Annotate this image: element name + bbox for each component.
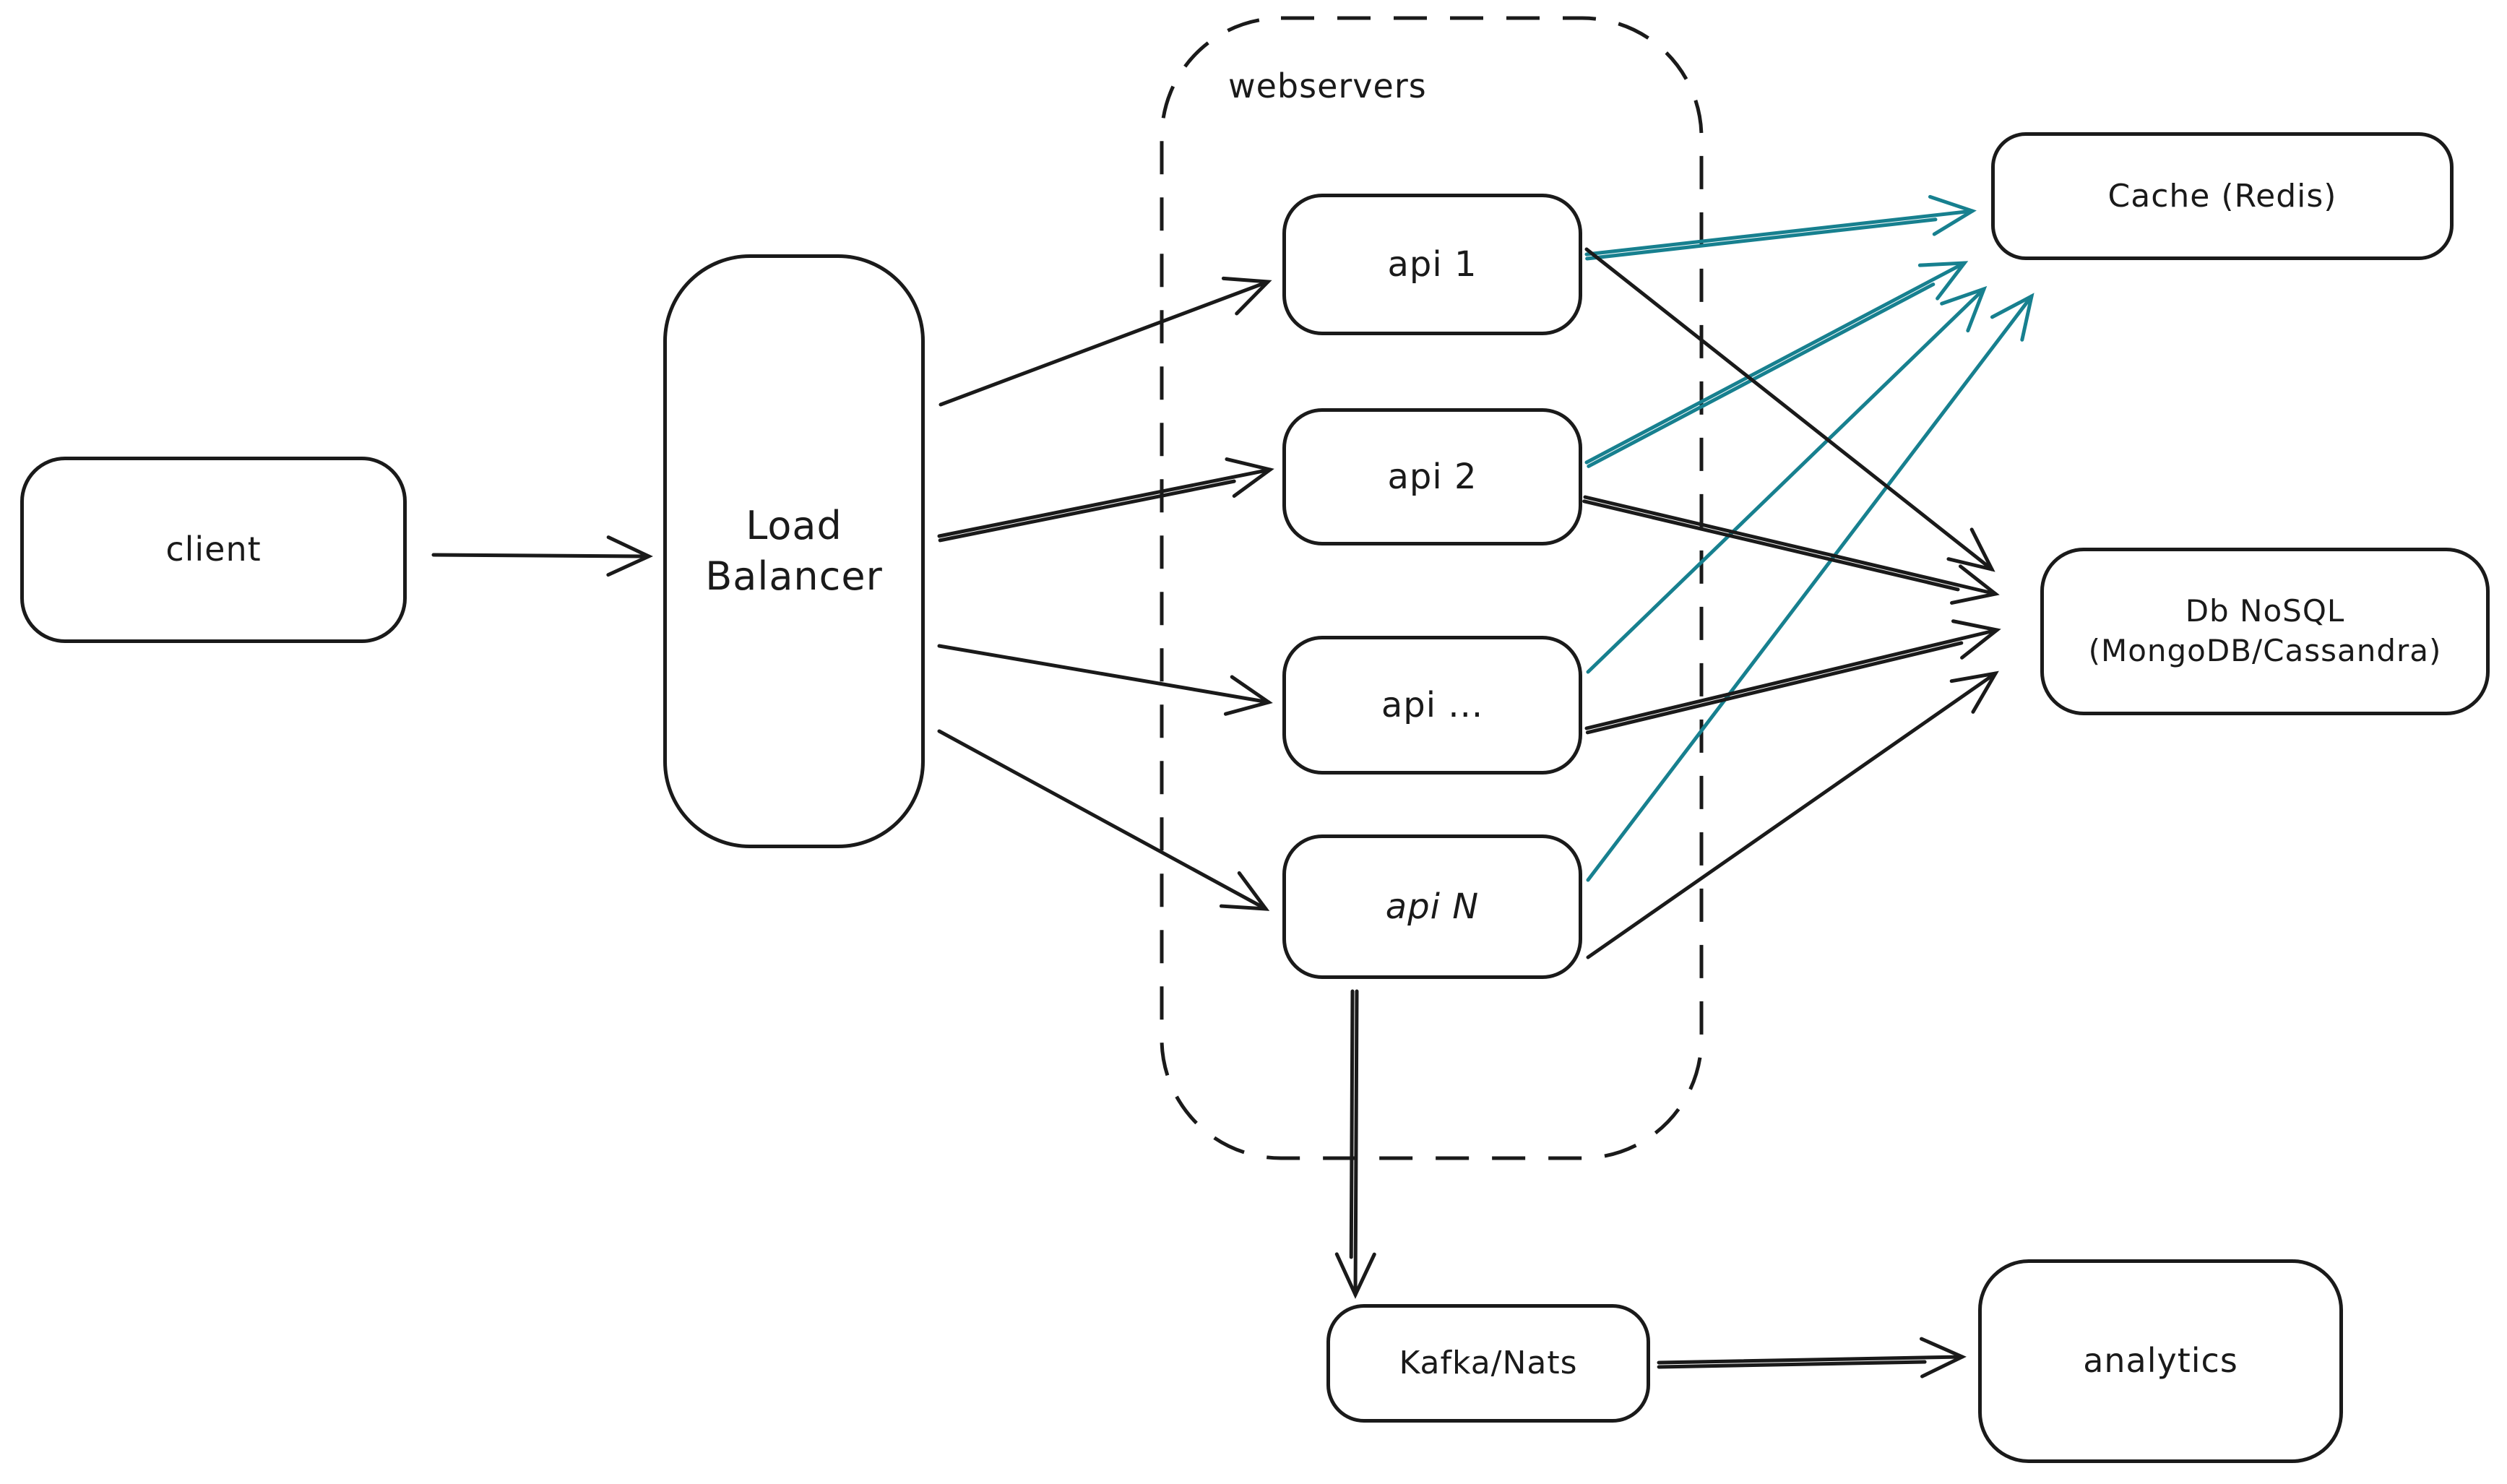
load-balancer-label-line2: Balancer (705, 553, 883, 599)
arrow-api-1-to-cache (1584, 194, 1977, 261)
arrow-api-n-to-db (1586, 670, 1999, 959)
node-api-2: api 2 (1282, 408, 1582, 545)
cache-label: Cache (Redis) (2107, 177, 2337, 215)
arrow-load-balancer-to-api-dots (937, 644, 1273, 716)
api-dots-label: api ... (1381, 684, 1484, 725)
node-load-balancer: Load Balancer (663, 254, 925, 848)
client-label: client (165, 530, 262, 569)
kafka-label: Kafka/Nats (1399, 1345, 1578, 1382)
arrow-load-balancer-to-api-2 (937, 457, 1274, 543)
webservers-group-label: webservers (1228, 66, 1427, 105)
webservers-group-border (1160, 16, 1704, 1160)
db-label-line2: (MongoDB/Cassandra) (2088, 633, 2442, 668)
arrow-api-dots-to-cache (1586, 285, 1988, 674)
node-api-dots: api ... (1282, 636, 1582, 775)
arrow-api-2-to-cache (1584, 261, 1969, 468)
node-client: client (20, 457, 407, 643)
arrow-api-n-to-kafka (1334, 989, 1376, 1299)
node-api-1: api 1 (1282, 194, 1582, 335)
arrow-load-balancer-to-api-1 (938, 276, 1272, 407)
arrow-kafka-to-analytics (1657, 1337, 1967, 1379)
arrow-client-to-load-balancer (431, 535, 653, 577)
api-n-label: api N (1385, 886, 1480, 927)
db-label-line1: Db NoSQL (2185, 593, 2345, 629)
node-cache: Cache (Redis) (1991, 132, 2454, 260)
node-db: Db NoSQL (MongoDB/Cassandra) (2040, 548, 2490, 715)
arrow-api-1-to-db (1584, 247, 1995, 572)
node-kafka: Kafka/Nats (1326, 1304, 1650, 1423)
arrow-load-balancer-to-api-n (937, 729, 1270, 911)
arrow-api-n-to-cache (1586, 293, 2034, 882)
arrow-api-dots-to-db (1584, 619, 2001, 735)
node-api-n: api N (1282, 834, 1582, 979)
load-balancer-label-line1: Load (746, 502, 842, 548)
api-2-label: api 2 (1387, 456, 1477, 497)
analytics-label: analytics (2083, 1341, 2238, 1381)
arrow-api-2-to-db (1582, 495, 2000, 605)
api-1-label: api 1 (1387, 243, 1477, 285)
node-analytics: analytics (1978, 1259, 2343, 1463)
